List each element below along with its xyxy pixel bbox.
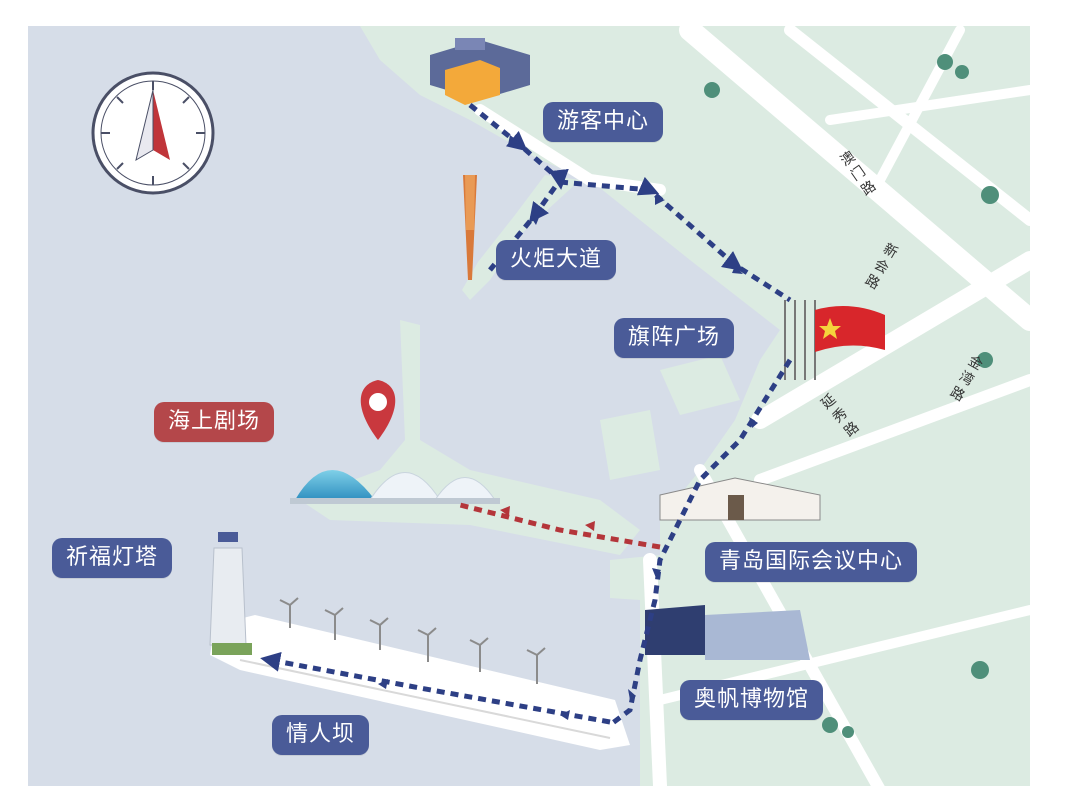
lovers-dam-breakwater [210, 615, 630, 750]
label-convention-center[interactable]: 青岛国际会议中心 [705, 542, 918, 582]
label-flag-square[interactable]: 旗阵广场 [614, 318, 735, 358]
east-pier [660, 355, 740, 415]
label-museum[interactable]: 奥帆博物馆 [680, 680, 824, 720]
label-sea-theater[interactable]: 海上剧场 [154, 402, 275, 442]
route-arrows [378, 135, 758, 720]
convention-center-building [659, 477, 821, 521]
sea-theater-building [290, 470, 500, 504]
lighthouse-icon [209, 532, 252, 655]
compass-icon [91, 71, 215, 195]
label-visitor-center[interactable]: 游客中心 [543, 102, 664, 142]
tour-route-red [459, 502, 661, 550]
label-torch-avenue[interactable]: 火炬大道 [496, 240, 617, 280]
china-flag-icon [815, 306, 885, 352]
land-area [360, 26, 1030, 786]
tour-route-blue [260, 103, 793, 727]
visitor-center-building [430, 38, 530, 105]
label-lovers-dam[interactable]: 情人坝 [272, 715, 370, 755]
label-lighthouse[interactable]: 祈福灯塔 [52, 538, 173, 578]
tree-icons [704, 54, 999, 738]
museum-building [645, 605, 810, 660]
torch-icon [463, 175, 477, 280]
wind-turbines [279, 597, 546, 684]
location-pin-icon [360, 380, 396, 440]
pier-area [600, 410, 660, 480]
